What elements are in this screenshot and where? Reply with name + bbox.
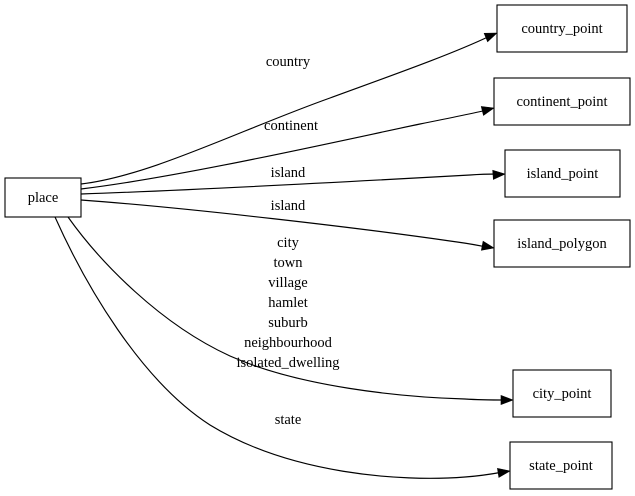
node-box[interactable] bbox=[509, 441, 613, 490]
edge-label-edge-continent: continent bbox=[264, 118, 318, 134]
edge-line bbox=[67, 216, 507, 401]
edge-label-line: neighbourhood bbox=[244, 335, 333, 351]
edge-labels-layer: country continent island island city town vill… bbox=[236, 54, 339, 428]
arrowhead-icon bbox=[480, 240, 495, 251]
node-city_point[interactable]: city_point bbox=[512, 369, 612, 418]
edge-place-to-country_point bbox=[80, 32, 498, 185]
edge-line bbox=[54, 216, 504, 479]
edge-label-edge-state: state bbox=[275, 412, 302, 428]
edge-label-line: hamlet bbox=[268, 295, 307, 311]
edge-label-line: city bbox=[277, 235, 299, 251]
edge-label-edge-city: city town village hamlet suburb neighbourhood… bbox=[236, 235, 339, 371]
node-label: continent_point bbox=[516, 94, 607, 110]
arrowhead-icon bbox=[483, 32, 498, 43]
node-label: country_point bbox=[521, 21, 602, 37]
edge-line bbox=[80, 109, 488, 190]
node-island_polygon[interactable]: island_polygon bbox=[493, 219, 631, 268]
node-label: island_point bbox=[527, 166, 599, 182]
node-state_point[interactable]: state_point bbox=[509, 441, 613, 490]
node-label: state_point bbox=[529, 458, 593, 474]
edge-label-line: country bbox=[266, 54, 311, 70]
edge-label-edge-country: country bbox=[266, 54, 311, 70]
node-box[interactable] bbox=[493, 219, 631, 268]
edge-label-line: village bbox=[268, 275, 307, 291]
node-label: city_point bbox=[533, 386, 592, 402]
node-box[interactable] bbox=[512, 369, 612, 418]
edge-label-line: continent bbox=[264, 118, 318, 134]
node-label: place bbox=[28, 190, 59, 206]
node-label: island_polygon bbox=[517, 236, 607, 252]
edge-label-line: suburb bbox=[268, 315, 307, 331]
edge-place-to-state_point bbox=[54, 216, 511, 479]
node-box[interactable] bbox=[493, 77, 631, 126]
edge-label-line: isolated_dwelling bbox=[236, 355, 339, 371]
arrowhead-icon bbox=[492, 169, 506, 180]
edges-layer bbox=[54, 32, 514, 479]
edge-place-to-island_point bbox=[80, 169, 506, 195]
edge-label-line: state bbox=[275, 412, 302, 428]
edge-label-edge-island-polygon: island bbox=[271, 198, 306, 214]
edge-label-edge-island-point: island bbox=[271, 165, 306, 181]
edge-line bbox=[80, 199, 488, 248]
edge-line bbox=[80, 173, 499, 195]
node-continent_point[interactable]: continent_point bbox=[493, 77, 631, 126]
arrowhead-icon bbox=[480, 106, 495, 116]
edge-label-line: island bbox=[271, 165, 306, 181]
edge-line bbox=[80, 35, 491, 185]
node-place[interactable]: place bbox=[4, 177, 82, 218]
nodes-layer: place country_point continent_point island_… bbox=[4, 4, 631, 490]
edge-label-line: island bbox=[271, 198, 306, 214]
node-box[interactable] bbox=[4, 177, 82, 218]
edge-place-to-continent_point bbox=[80, 106, 495, 190]
edge-label-line: town bbox=[274, 255, 304, 271]
edge-place-to-city_point bbox=[67, 216, 514, 406]
node-box[interactable] bbox=[496, 4, 628, 53]
node-country_point[interactable]: country_point bbox=[496, 4, 628, 53]
edge-place-to-island_polygon bbox=[80, 199, 495, 251]
node-island_point[interactable]: island_point bbox=[504, 149, 621, 198]
arrowhead-icon bbox=[500, 394, 514, 406]
arrowhead-icon bbox=[497, 467, 511, 478]
node-box[interactable] bbox=[504, 149, 621, 198]
